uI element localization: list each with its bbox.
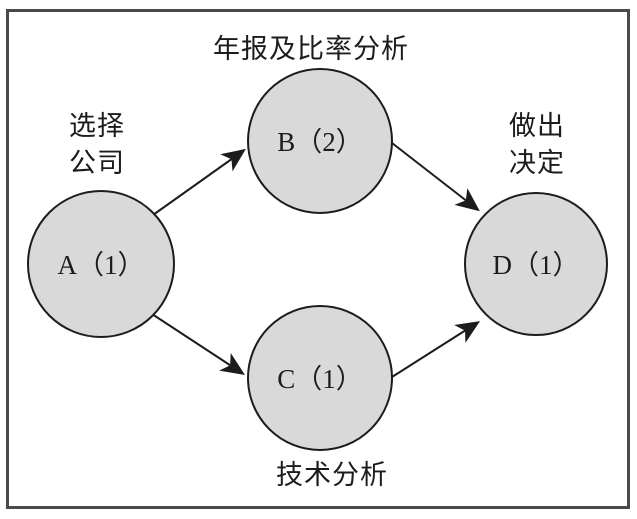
edge-A-B [152,148,246,216]
node-label-D: D（1） [493,250,580,280]
node-circle-B [247,68,393,214]
node-label-C: C（1） [277,364,363,394]
node-label-B: B（2） [277,127,363,157]
edge-A-C [151,313,246,375]
label-make-decision-line2: 决定 [509,148,565,178]
label-select-company-line2: 公司 [69,148,125,178]
node-label-A: A（1） [58,250,145,280]
label-technical-analysis: 技术分析 [276,460,388,490]
node-circle-D [464,192,608,336]
edge-B-D [391,142,480,212]
node-circle-C [247,305,393,451]
nodes-layer: A（1） B（2） C（1） D（1） [27,68,608,451]
label-make-decision-line1: 做出 [509,111,565,141]
label-annual-report-ratio-analysis: 年报及比率分析 [213,34,409,64]
figure-frame [6,9,630,509]
edges-layer [151,142,481,378]
node-circle-A [27,190,175,338]
label-select-company-line1: 选择 [69,111,125,141]
edge-C-D [391,321,481,378]
